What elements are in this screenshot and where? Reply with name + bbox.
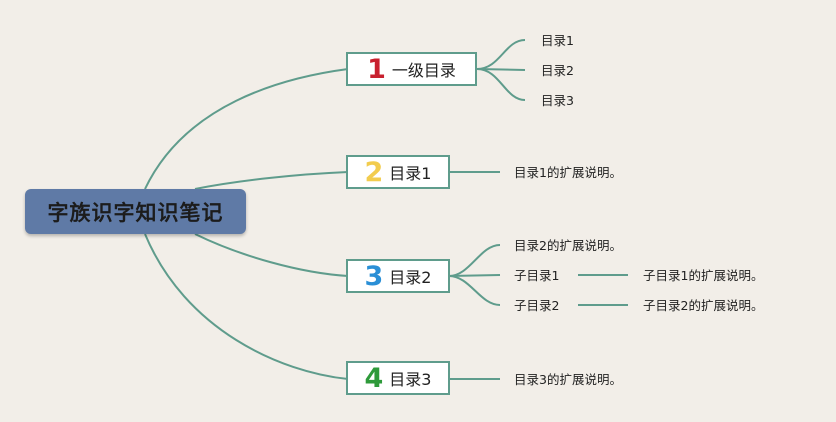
branch1-child-1[interactable]: 目录1 <box>541 33 574 48</box>
branch-label-3: 目录2 <box>389 268 432 287</box>
branch-number-1: 1 <box>367 53 386 85</box>
branch-node-3[interactable]: 3 目录2 <box>346 259 450 293</box>
link-branch3-child1 <box>448 244 501 277</box>
link-root-branch-4 <box>144 233 349 380</box>
branch1-child-2[interactable]: 目录2 <box>541 63 574 78</box>
subdir1-note[interactable]: 子目录1的扩展说明。 <box>643 268 764 283</box>
link-branch3-child3 <box>448 275 501 306</box>
link-branch1-child2 <box>476 68 526 71</box>
link-branch1-child1 <box>476 39 526 70</box>
branch-number-2: 2 <box>364 156 384 188</box>
branch-node-2[interactable]: 2 目录1 <box>346 155 450 189</box>
root-topic[interactable]: 字族识字知识笔记 <box>25 189 246 234</box>
branch-node-1[interactable]: 1 一级目录 <box>346 52 477 86</box>
root-topic-label: 字族识字知识笔记 <box>47 200 224 225</box>
branch-label-2: 目录1 <box>389 164 432 183</box>
branch3-child-1[interactable]: 目录2的扩展说明。 <box>514 238 622 253</box>
branch4-child-1[interactable]: 目录3的扩展说明。 <box>514 372 622 387</box>
branch3-child-3[interactable]: 子目录2 <box>514 298 560 313</box>
branch-node-4[interactable]: 4 目录3 <box>346 361 450 395</box>
link-branch1-child3 <box>476 68 526 101</box>
branch3-child-2[interactable]: 子目录1 <box>514 268 560 283</box>
subdir2-note[interactable]: 子目录2的扩展说明。 <box>643 298 764 313</box>
branch-number-3: 3 <box>364 260 384 292</box>
link-root-branch-1 <box>144 68 349 190</box>
branch2-child-1[interactable]: 目录1的扩展说明。 <box>514 165 622 180</box>
link-branch3-child2 <box>448 274 501 277</box>
branch-label-4: 目录3 <box>389 370 432 389</box>
link-root-branch-2 <box>194 171 349 190</box>
branch-label-1: 一级目录 <box>391 61 456 80</box>
branch-number-4: 4 <box>364 362 384 394</box>
link-root-branch-3 <box>194 233 349 277</box>
branch1-child-3[interactable]: 目录3 <box>541 93 574 108</box>
